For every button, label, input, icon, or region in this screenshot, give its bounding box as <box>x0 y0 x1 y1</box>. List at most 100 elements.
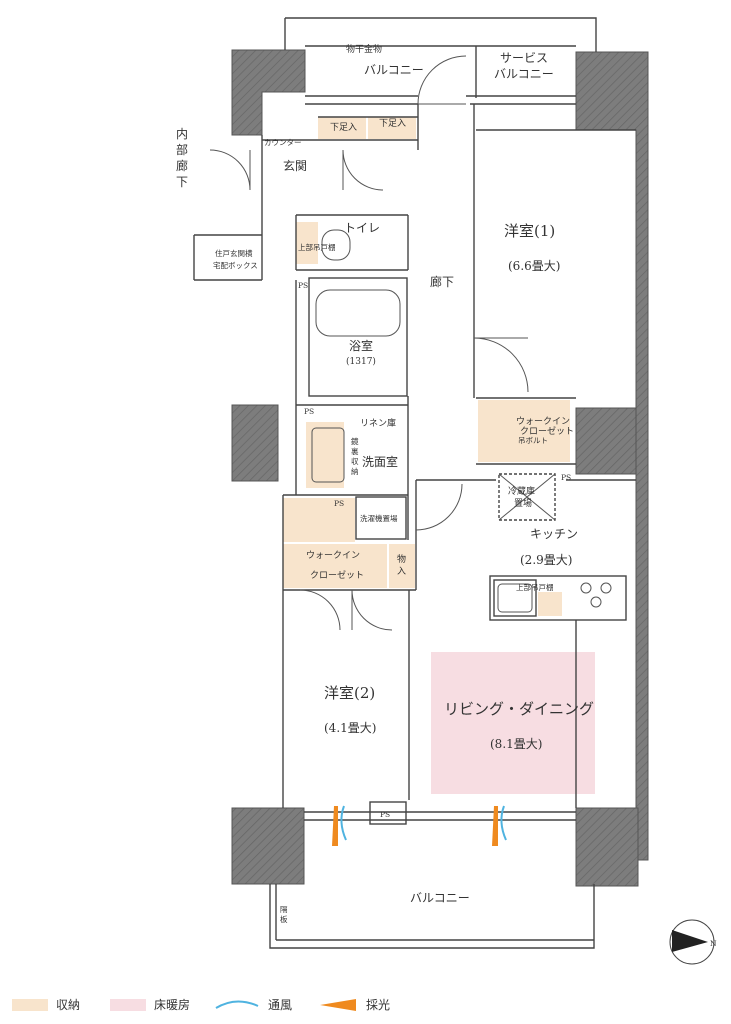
shoe-storage-2 <box>368 117 416 139</box>
svg-text:物: 物 <box>397 553 406 565</box>
wic1-label-1: ウォークイン <box>516 416 570 427</box>
partition-label: 隔 板 <box>280 905 288 924</box>
svg-text:収: 収 <box>351 457 359 466</box>
walls-lines <box>193 17 636 949</box>
pillar-mid-left <box>231 404 279 482</box>
doors <box>209 55 529 631</box>
balcony-top-label: バルコニー <box>364 63 424 77</box>
kitchen-shelf-label: 上部吊戸棚 <box>516 582 554 592</box>
service-balcony-label-2: バルコニー <box>494 67 554 81</box>
fixtures <box>311 229 612 613</box>
legend-label: 収納 <box>56 998 81 1012</box>
svg-text:隔: 隔 <box>280 905 288 914</box>
ventilation-legend-icon <box>215 1000 259 1009</box>
legend-label: 床暖房 <box>154 998 191 1012</box>
toilet-bowl-icon <box>321 229 351 261</box>
shoe-storage-1 <box>318 117 366 139</box>
ventilation-icon <box>340 805 347 841</box>
legend-label: 通風 <box>268 998 293 1012</box>
living-size-label: (8.1畳大) <box>490 737 542 751</box>
wic2-label-2: クローゼット <box>310 569 364 581</box>
storage-closet <box>389 544 415 588</box>
svg-text:廊: 廊 <box>176 158 188 173</box>
wall-top-left <box>231 49 306 136</box>
shoe-storage-label-1: 下足入 <box>330 122 357 133</box>
legend-ventilation: 通風 <box>214 996 292 1013</box>
ventilation-arrows <box>340 805 507 841</box>
linen-label: リネン庫 <box>360 417 396 429</box>
floor-heating-area <box>431 652 595 794</box>
sink-icon <box>497 583 533 613</box>
ventilation-icon <box>500 805 507 841</box>
washer-label: 洗濯機置場 <box>360 513 398 523</box>
pillar-bottom-right <box>575 807 639 887</box>
legend-light: 採光 <box>318 996 390 1013</box>
toilet-label: トイレ <box>344 221 380 235</box>
delivery-box-label-2: 宅配ボックス <box>213 260 258 270</box>
washroom-label: 洗面室 <box>362 454 398 469</box>
storage-swatch <box>12 998 48 1011</box>
balcony-bottom-label: バルコニー <box>410 891 470 905</box>
wic1-label-2: クローゼット <box>520 425 574 437</box>
storage-areas <box>283 117 570 616</box>
entrance-label: 玄関 <box>283 158 307 173</box>
svg-text:板: 板 <box>280 914 288 924</box>
light-icon <box>492 806 498 846</box>
delivery-box-label-1: 住戸玄関横 <box>215 248 253 258</box>
shoe-storage-label-2: 下足入 <box>379 118 406 129</box>
kitchen-label: キッチン <box>530 527 578 541</box>
ps-label-1: PS <box>298 281 308 290</box>
light-legend-icon <box>320 998 356 1011</box>
compass: N <box>669 919 717 965</box>
compass-label: N <box>710 939 717 948</box>
fridge-label-2: 置場 <box>514 497 532 509</box>
toilet-shelf-label: 上部吊戸棚 <box>298 242 336 252</box>
bath-size-label: (1317) <box>346 356 376 367</box>
light-arrows <box>332 806 498 846</box>
svg-text:内: 内 <box>176 127 188 141</box>
legend-floor-heating: 床暖房 <box>110 996 190 1013</box>
living-label: リビング・ダイニング <box>444 700 594 718</box>
ps-label-4: PS <box>334 499 344 508</box>
svg-text:裏: 裏 <box>351 446 359 456</box>
svg-text:納: 納 <box>351 466 359 476</box>
bath-label: 浴室 <box>349 338 373 353</box>
labels: 物干金物 バルコニー サービス バルコニー カウンター 下足入 下足入 玄関 内… <box>176 43 594 924</box>
kitchen-shelf <box>538 592 562 616</box>
svg-text:鏡: 鏡 <box>351 436 359 446</box>
pillar-mid-right <box>575 407 637 475</box>
inner-corridor-label: 内 部 廊 下 <box>176 127 188 189</box>
bathtub-icon <box>315 289 401 337</box>
wic2 <box>283 544 387 588</box>
legend: 収納 床暖房 通風 採光 <box>0 996 731 1024</box>
service-balcony-label-1: サービス <box>500 51 548 65</box>
legend-label: 採光 <box>366 998 391 1012</box>
counter-label: カウンター <box>264 138 302 147</box>
north-arrow-icon <box>672 930 708 952</box>
ps-label-5: PS <box>380 810 390 819</box>
western1-label: 洋室(1) <box>504 222 555 240</box>
stove-burner-icon <box>590 596 602 608</box>
stove-burner-icon <box>580 582 592 594</box>
svg-text:部: 部 <box>176 142 188 157</box>
wic2-label-1: ウォークイン <box>306 550 360 561</box>
light-icon <box>332 806 338 846</box>
kitchen-size-label: (2.9畳大) <box>520 553 572 567</box>
western2-label: 洋室(2) <box>324 684 375 702</box>
drying-rack-label: 物干金物 <box>346 43 382 55</box>
floor-heating-swatch <box>110 998 146 1011</box>
svg-text:下: 下 <box>176 175 188 189</box>
fridge-label-1: 冷蔵庫 <box>508 485 535 497</box>
wic2-top <box>283 498 355 542</box>
storage-closet-label: 物 入 <box>397 553 406 577</box>
wic1 <box>478 400 570 462</box>
stove-burner-icon <box>600 582 612 594</box>
legend-storage: 収納 <box>12 996 80 1013</box>
svg-text:入: 入 <box>397 566 406 577</box>
western2-size-label: (4.1畳大) <box>324 721 376 735</box>
pillar-bottom-left <box>231 807 305 885</box>
corridor-label: 廊下 <box>430 274 454 289</box>
hanger-bolt-label: 吊ボルト <box>518 436 548 445</box>
ps-label-2: PS <box>304 407 314 416</box>
